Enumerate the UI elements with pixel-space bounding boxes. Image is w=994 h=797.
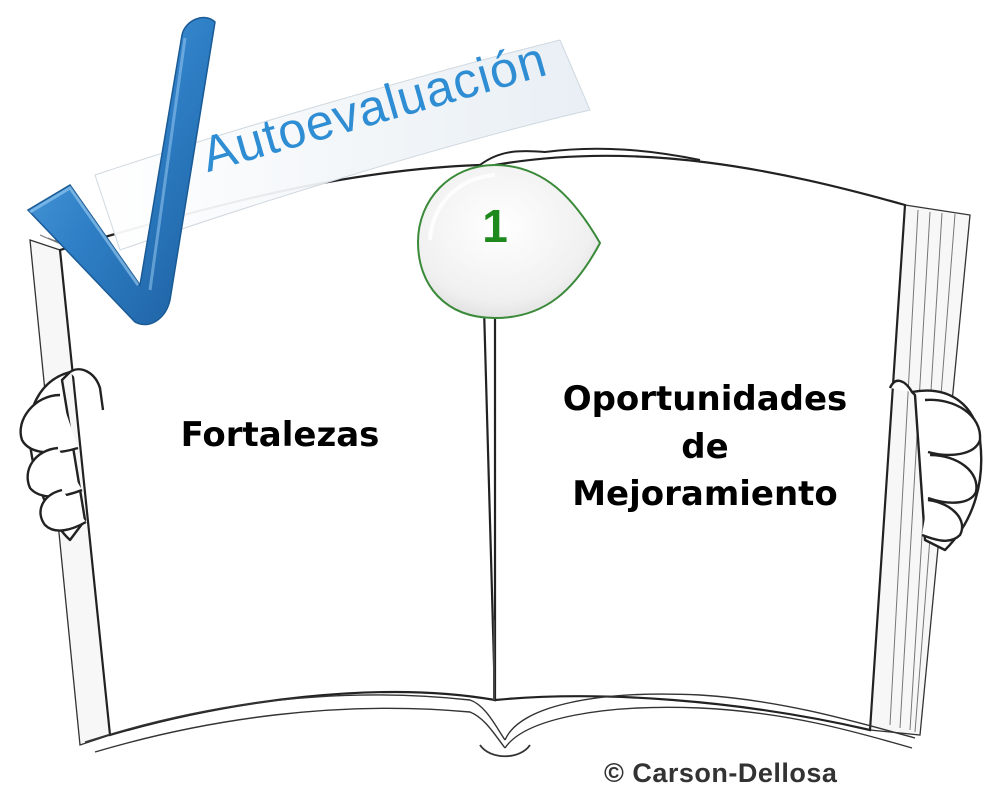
right-page [493, 154, 907, 732]
right-hand-icon [888, 379, 983, 552]
banner-ribbon [94, 39, 591, 251]
left-page-label: Fortalezas [180, 415, 380, 455]
copyright-text: © Carson-Dellosa [604, 758, 838, 788]
bottom-page-edges [84, 693, 916, 758]
number-badge-icon [416, 163, 602, 320]
right-page-line-3: Mejoramiento [572, 474, 838, 515]
badge-number: 1 [482, 200, 508, 252]
right-page-line-2: de [681, 426, 729, 467]
right-page-label: Oportunidades de Mejoramiento [540, 376, 870, 519]
right-page-line-1: Oportunidades [562, 379, 848, 419]
left-hand-icon [19, 368, 105, 542]
checkmark-icon [26, 16, 216, 326]
